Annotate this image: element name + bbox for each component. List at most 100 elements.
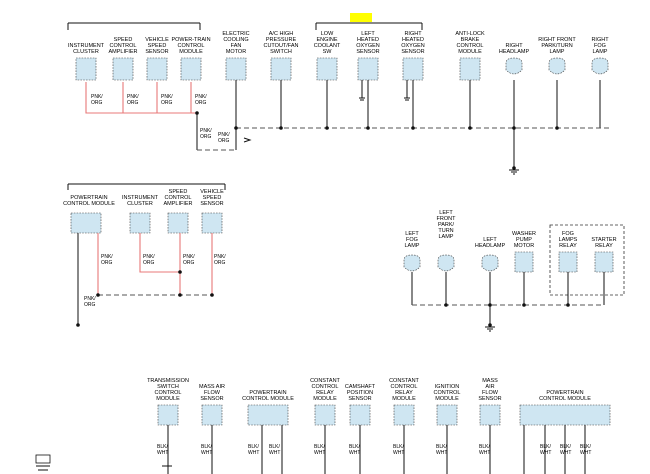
splice-dot: [468, 126, 472, 130]
wire-label-blk-wht: BLK/WHT: [436, 444, 447, 456]
connector-body: [314, 404, 336, 426]
wire-label-blk-wht: BLK/WHT: [393, 444, 404, 456]
splice-dot: [522, 303, 526, 307]
lamp-connector: [548, 57, 566, 75]
splice-dot: [566, 303, 570, 307]
lamp-connector: [403, 254, 421, 272]
splice-dot: [411, 126, 415, 130]
connector-body: [519, 404, 611, 426]
arrow-icon: [243, 137, 252, 143]
splice-dot: [210, 293, 214, 297]
connector-body: [75, 57, 97, 81]
wire-label-pnk-org: PNK/ORG: [183, 254, 195, 266]
wire-label-blk-wht: BLK/WHT: [580, 444, 591, 456]
connector-body: [247, 404, 289, 426]
wire-label-pnk-org: PNK/ORG: [143, 254, 155, 266]
splice-dot: [488, 323, 492, 327]
lamp-connector: [481, 254, 499, 272]
splice-dot: [178, 270, 182, 274]
lamp-connector: [437, 254, 455, 272]
wire-label-blk-wht: BLK/WHT: [479, 444, 490, 456]
connector-body: [594, 251, 614, 273]
wire-label-blk-wht: BLK/WHT: [269, 444, 280, 456]
wire-label-blk-wht: BLK/WHT: [540, 444, 551, 456]
connector-body: [201, 212, 223, 234]
connector-body: [270, 57, 292, 81]
battery-icon: [35, 454, 51, 464]
connector-body: [167, 212, 189, 234]
splice-dot: [195, 111, 199, 115]
connector-body: [357, 57, 379, 81]
wire-label-blk-wht: BLK/WHT: [349, 444, 360, 456]
connector-body: [402, 57, 424, 81]
wire-label-blk-wht: BLK/WHT: [248, 444, 259, 456]
connector-body: [393, 404, 415, 426]
connector-body: [459, 57, 481, 81]
pnk-org-wire: [139, 233, 180, 273]
splice-dot: [512, 166, 516, 170]
splice-dot: [555, 126, 559, 130]
splice-dot: [366, 126, 370, 130]
connector-body: [225, 57, 247, 81]
lamp-connector: [505, 57, 523, 75]
lamp-connector: [591, 57, 609, 75]
connector-body: [436, 404, 458, 426]
splice-dot: [444, 303, 448, 307]
splice-dot: [178, 293, 182, 297]
connector-body: [479, 404, 501, 426]
fuse-box-outline: [549, 224, 625, 296]
splice-dot: [96, 293, 100, 297]
wire-label-pnk-org: PNK/ORG: [91, 94, 103, 106]
wire-label-blk-wht: BLK/WHT: [157, 444, 168, 456]
connector-body: [349, 404, 371, 426]
splice-dot: [325, 126, 329, 130]
wire-label-blk-wht: BLK/WHT: [560, 444, 571, 456]
wire-label-pnk-org: PNK/ORG: [200, 128, 212, 140]
wire-label-blk-wht: BLK/WHT: [314, 444, 325, 456]
wire-label-blk-wht: BLK/WHT: [201, 444, 212, 456]
connector-body: [112, 57, 134, 81]
connector-body: [558, 251, 578, 273]
connector-body: [70, 212, 102, 234]
connector-body: [201, 404, 223, 426]
wire-label-pnk-org: PNK/ORG: [161, 94, 173, 106]
wire-label-pnk-org: PNK/ORG: [218, 132, 230, 144]
splice-dot: [279, 126, 283, 130]
connector-body: [157, 404, 179, 426]
wire-label-pnk-org: PNK/ORG: [195, 94, 207, 106]
connector-body: [316, 57, 338, 81]
